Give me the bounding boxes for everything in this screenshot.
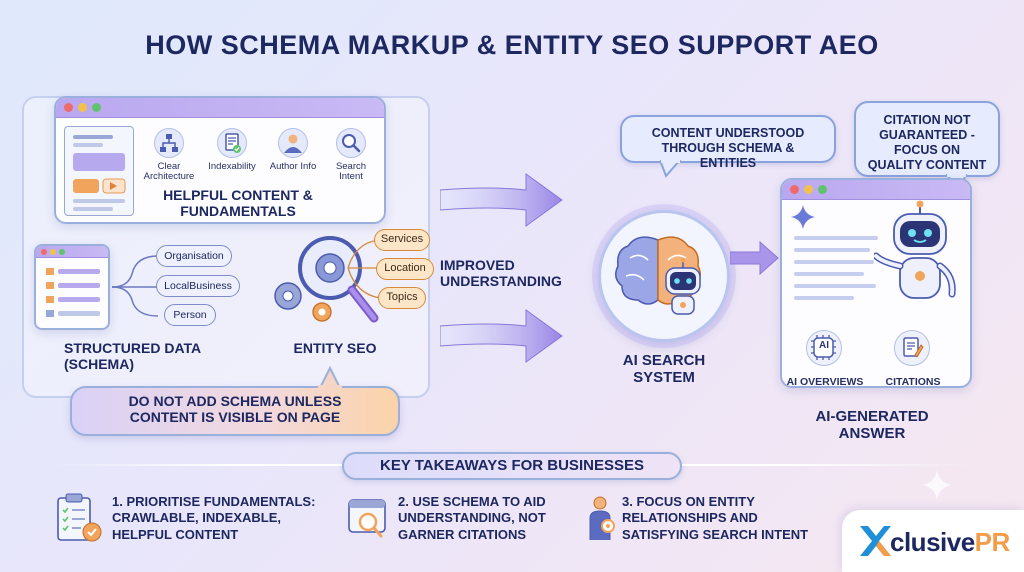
window-dot-red xyxy=(64,103,73,112)
arrow-right-icon xyxy=(730,240,779,276)
schema-dot-3 xyxy=(59,249,65,255)
entity-tag-services: Services xyxy=(374,229,430,251)
bubble-content-understood: CONTENT UNDERSTOOD THROUGH SCHEMA & ENTI… xyxy=(620,115,836,170)
arrow-upper-icon xyxy=(440,173,563,227)
ai-overviews-icon xyxy=(806,330,842,366)
clipboard-checklist-icon xyxy=(57,493,102,542)
schema-warning-banner xyxy=(70,386,400,436)
logo-text-clusive: clusive xyxy=(890,527,975,557)
robot-icon xyxy=(874,200,956,299)
schema-window xyxy=(34,244,110,330)
answer-dot-red xyxy=(790,185,799,194)
schema-type-person: Person xyxy=(164,304,216,326)
schema-list-graphic xyxy=(46,268,100,317)
arrow-lower-icon xyxy=(440,309,563,363)
citations-icon xyxy=(894,330,930,366)
brain-robot-icon xyxy=(615,236,701,315)
warning-banner-pointer xyxy=(318,366,342,388)
webpage-mockup-graphic xyxy=(73,135,126,211)
takeaway-3-text: 3. FOCUS ON ENTITY RELATIONSHIPS AND SAT… xyxy=(622,494,809,542)
schema-warning-text: DO NOT ADD SCHEMA UNLESS CONTENT IS VISI… xyxy=(128,393,342,426)
entity-magnifier-icon xyxy=(274,236,379,323)
takeaway-2-text: 2. USE SCHEMA TO AID UNDERSTANDING, NOT … xyxy=(398,494,546,542)
bubble-citation-not-guaranteed: CITATION NOT GUARANTEED - FOCUS ON QUALI… xyxy=(854,101,1000,177)
fundamentals-label: HELPFUL CONTENT & FUNDAMENTALS xyxy=(163,187,313,220)
decorative-sparkle-icon xyxy=(922,470,952,500)
search-icon xyxy=(336,128,366,158)
icon-label-author-info: Author Info xyxy=(269,161,317,172)
answer-text-lines xyxy=(794,236,878,300)
logo-text-pr: PR xyxy=(974,527,1011,557)
icon-label-indexability: Indexability xyxy=(208,161,256,172)
answer-dot-green xyxy=(818,185,827,194)
webpage-mockup xyxy=(64,126,134,216)
browser-search-icon xyxy=(348,499,386,538)
schema-type-organisation: Organisation xyxy=(156,245,232,267)
answer-window-titlebar xyxy=(782,180,970,200)
takeaways-title-banner xyxy=(342,452,682,480)
entity-label: ENTITY SEO xyxy=(293,340,377,356)
schema-dot-1 xyxy=(41,249,47,255)
schema-connector-lines xyxy=(111,255,159,317)
answer-dot-yellow xyxy=(804,185,813,194)
takeaways-title: KEY TAKEAWAYS FOR BUSINESSES xyxy=(380,457,644,474)
sparkle-icon xyxy=(791,205,815,229)
citations-label: CITATIONS xyxy=(885,376,941,388)
person-icon xyxy=(278,128,308,158)
improved-understanding-label: IMPROVED UNDERSTANDING xyxy=(440,257,562,290)
ai-generated-answer-label: AI-GENERATED ANSWER xyxy=(815,408,929,443)
sitemap-icon xyxy=(154,128,184,158)
entity-tag-location: Location xyxy=(376,258,434,280)
bubble-understood-tail xyxy=(660,160,682,178)
logo-wordmark: clusivePR xyxy=(890,527,1010,558)
schema-label: STRUCTURED DATA (SCHEMA) xyxy=(64,340,201,373)
window-dot-yellow xyxy=(78,103,87,112)
schema-type-localbusiness: LocalBusiness xyxy=(156,275,240,297)
logo-x-mark-icon xyxy=(860,526,891,556)
icon-label-clear-architecture: Clear Architecture xyxy=(143,161,195,183)
takeaway-1-text: 1. PRIORITISE FUNDAMENTALS: CRAWLABLE, I… xyxy=(112,494,316,542)
window-titlebar xyxy=(56,98,384,118)
document-check-icon xyxy=(217,128,247,158)
window-dot-green xyxy=(92,103,101,112)
schema-window-titlebar xyxy=(36,246,108,258)
entity-tag-topics: Topics xyxy=(378,287,426,309)
schema-dot-2 xyxy=(50,249,56,255)
icon-label-search-intent: Search Intent xyxy=(335,161,367,183)
ai-search-system-label: AI SEARCH SYSTEM xyxy=(622,352,706,387)
person-target-icon xyxy=(589,496,615,540)
ai-overviews-label: AI OVERVIEWS xyxy=(786,376,864,388)
ai-badge-text: AI xyxy=(819,340,829,351)
page-title: HOW SCHEMA MARKUP & ENTITY SEO SUPPORT A… xyxy=(145,30,879,60)
